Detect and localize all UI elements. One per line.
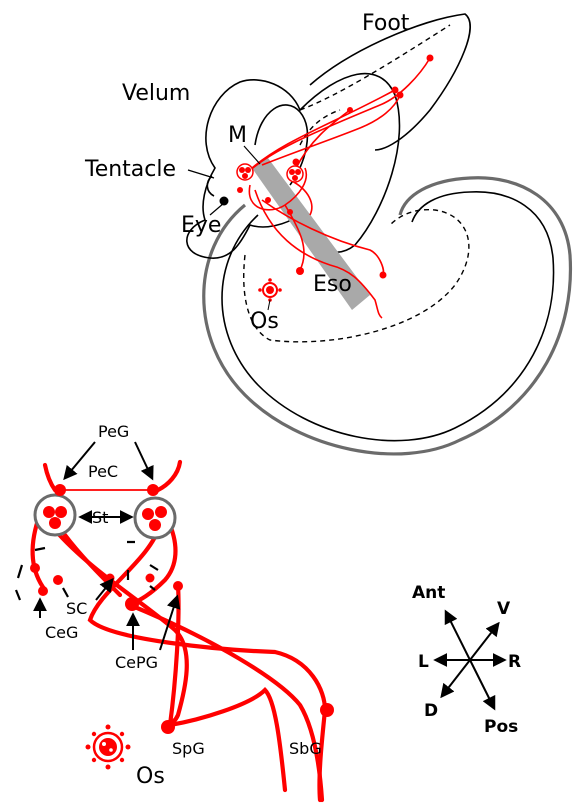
label-pec: PeC (88, 462, 118, 481)
compass-v: V (497, 599, 511, 619)
label-ceg: CeG (45, 623, 78, 642)
larva-diagram: Foot Velum M Tentacle Eye Eso Os (84, 11, 570, 454)
eye-dot (220, 197, 229, 206)
label-sbg: SbG (289, 739, 322, 758)
label-foot: Foot (362, 11, 410, 36)
compass-d: D (424, 701, 438, 721)
top-otolith (258, 278, 282, 310)
label-st: St (92, 508, 108, 527)
label-velum: Velum (122, 81, 190, 106)
label-os-bottom: Os (136, 764, 165, 789)
foot-dashed (300, 25, 450, 110)
pedal-ganglion-right (147, 484, 159, 496)
label-eso: Eso (313, 272, 352, 297)
cerebral-ganglion-b (38, 586, 48, 596)
cerebropleural-ganglion-b (173, 581, 183, 591)
statocyst-left (35, 495, 75, 535)
cerebral-ganglion-c (53, 575, 63, 585)
subesophageal-ganglion (320, 703, 334, 717)
label-cepg: CePG (115, 653, 158, 672)
label-spg: SpG (172, 739, 205, 758)
statocyst-right (135, 498, 175, 538)
pedal-ganglion-left (54, 484, 66, 496)
cerebral-ganglion-a (30, 563, 40, 573)
compass-pos: Pos (484, 717, 518, 737)
otolith-bottom (86, 725, 131, 770)
arrow-peg-right (135, 442, 152, 478)
compass-ant: Ant (412, 583, 445, 603)
compass-l: L (418, 652, 429, 672)
connective-mid-2 (65, 535, 120, 595)
label-sc: SC (66, 599, 87, 618)
label-eye: Eye (181, 213, 221, 238)
tentacle (207, 176, 214, 196)
pedal-nerve-right (158, 462, 180, 490)
tentacle-pointer (188, 170, 214, 178)
cerebral-ganglion-e (146, 574, 155, 583)
nervous-system-diagram: PeG PeC St SC CeG CePG SpG SbG Os (16, 422, 334, 800)
m-pointer (244, 146, 260, 164)
supraesophageal-ganglion (161, 720, 175, 734)
compass-r: R (508, 652, 521, 672)
orientation-compass: Ant V L R D Pos (412, 583, 521, 737)
pedal-nerve-left (45, 465, 55, 490)
label-peg: PeG (98, 422, 129, 441)
label-tentacle: Tentacle (84, 157, 176, 182)
cerebropleural-ganglion (125, 597, 139, 611)
label-m: M (228, 123, 247, 148)
label-os-top: Os (250, 309, 279, 334)
sub-path (170, 585, 285, 790)
